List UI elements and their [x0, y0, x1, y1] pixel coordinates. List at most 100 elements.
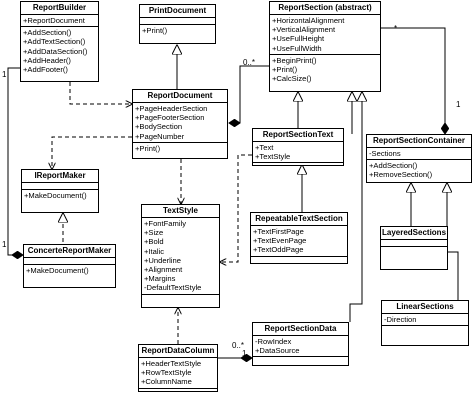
operation: +AddTextSection()	[23, 37, 86, 47]
attribute: -Sections	[369, 149, 401, 158]
class-name: TextStyle	[142, 205, 219, 218]
class-name: ReportDataColumn	[139, 345, 217, 358]
mult-container-right: 1	[456, 100, 461, 109]
attribute: +Underline	[144, 255, 181, 265]
class-linear-sections: LinearSections-Direction	[381, 300, 469, 346]
attribute: +FontFamily	[144, 219, 186, 228]
attributes-compartment: +Text+TextStyle	[253, 142, 343, 164]
attributes-compartment	[381, 240, 447, 247]
class-name: ReportSectionData	[253, 323, 348, 336]
class-name: ReportBuilder	[21, 2, 98, 15]
operations-compartment	[139, 389, 217, 395]
attribute: +TextFirstPage	[253, 227, 304, 236]
attribute: +PageHeaderSection	[135, 104, 208, 113]
mult-data-column-one: 1	[242, 349, 247, 358]
operation: +Print()	[142, 26, 168, 35]
attributes-compartment: -RowIndex+DataSource	[253, 336, 348, 358]
attribute: +RowTextStyle	[141, 368, 192, 378]
class-name: PrintDocument	[140, 5, 215, 18]
builder-concrete-association	[7, 67, 23, 255]
attribute: +UseFullWidth	[272, 43, 322, 53]
class-concrete-report-maker: ConcerteReportMaker +MakeDocument()	[23, 244, 116, 288]
class-repeatable-text-section: RepeatableTextSection+TextFirstPage+Text…	[250, 212, 348, 264]
operation: +CalcSize()	[272, 74, 312, 84]
operations-compartment: +Print()	[133, 143, 227, 154]
attribute: +HeaderTextStyle	[141, 359, 202, 368]
attribute: +Margins	[144, 274, 176, 284]
attributes-compartment: +HeaderTextStyle+RowTextStyle+ColumnName	[139, 358, 217, 389]
operations-compartment	[251, 257, 347, 263]
mult-document-section: 0..*	[243, 58, 256, 67]
attribute: -RowIndex	[255, 337, 292, 346]
operations-compartment	[381, 247, 447, 253]
class-report-data-column: ReportDataColumn+HeaderTextStyle+RowText…	[138, 344, 218, 392]
mult-data-column: 0..*	[232, 341, 245, 350]
operation: +AddSection()	[23, 28, 72, 38]
class-report-builder: ReportBuilder+ReportDocument +AddSection(…	[20, 1, 99, 82]
operations-compartment: +MakeDocument()	[24, 265, 115, 276]
class-report-section-container: ReportSectionContainer-Sections +AddSecti…	[366, 134, 472, 183]
attributes-compartment	[24, 258, 115, 265]
class-report-section-data: ReportSectionData-RowIndex+DataSource	[252, 322, 349, 366]
container-aggregates-section	[381, 27, 445, 134]
attribute: +UseFullHeight	[272, 34, 325, 44]
operation: +BeginPrint()	[272, 55, 317, 65]
class-name: ReportSectionContainer	[367, 135, 471, 148]
attributes-compartment: +PageHeaderSection+PageFooterSection+Bod…	[133, 103, 227, 143]
attribute: +HorizontalAlignment	[272, 16, 345, 25]
operation: +AddDataSection()	[23, 46, 88, 56]
sectiondata-extends-section	[349, 92, 362, 322]
class-text-style: TextStyle+FontFamily+Size+Bold+Italic+Un…	[141, 204, 220, 308]
attribute: +TextEvenPage	[253, 236, 307, 246]
section-composed-in-document	[229, 65, 269, 123]
class-layered-sections: LayeredSections	[380, 226, 448, 270]
attribute: +DataSource	[255, 346, 300, 356]
attribute: +BodySection	[135, 122, 183, 132]
attributes-compartment: -Direction	[382, 314, 468, 327]
class-report-section-text: ReportSectionText+Text+TextStyle	[252, 128, 344, 166]
class-name: ConcerteReportMaker	[24, 245, 115, 258]
mult-builder-left: 1	[2, 70, 7, 79]
operation: +Print()	[135, 143, 161, 153]
attribute: +TextStyle	[255, 152, 291, 162]
operations-compartment	[382, 326, 468, 332]
attribute: +Italic	[144, 246, 165, 256]
operation: +MakeDocument()	[24, 191, 87, 200]
attributes-compartment: +TextFirstPage+TextEvenPage+TextOddPage	[251, 226, 347, 257]
attribute: +Size	[144, 228, 164, 238]
operations-compartment	[253, 357, 348, 363]
attribute: +TextOddPage	[253, 245, 304, 255]
operation: +AddFooter()	[23, 65, 68, 75]
class-ireport-maker: IReportMaker +MakeDocument()	[21, 169, 99, 213]
attribute: +ReportDocument	[23, 16, 85, 25]
operations-compartment: +AddSection()+AddTextSection()+AddDataSe…	[21, 27, 98, 75]
operations-compartment	[142, 295, 219, 301]
builder-uses-document	[69, 82, 132, 104]
operation: +AddHeader()	[23, 55, 71, 65]
class-name: ReportSectionText	[253, 129, 343, 142]
document-uses-reportmaker	[52, 136, 132, 169]
class-name: ReportSection (abstract)	[270, 2, 380, 15]
sectiontext-uses-textstyle	[220, 154, 252, 262]
class-name: ReportDocument	[133, 90, 227, 103]
attribute: +Alignment	[144, 265, 183, 275]
operation: +MakeDocument()	[26, 266, 89, 275]
operations-compartment: +AddSection()+RemoveSection()	[367, 160, 471, 180]
attribute: +ColumnName	[141, 377, 192, 387]
mult-section-top-right: *	[394, 24, 398, 33]
attribute: +VerticalAlignment	[272, 25, 336, 35]
attributes-compartment: +FontFamily+Size+Bold+Italic+Underline+A…	[142, 218, 219, 295]
operation: +RemoveSection()	[369, 170, 433, 180]
class-report-document: ReportDocument+PageHeaderSection+PageFoo…	[132, 89, 228, 159]
attribute: -DefaultTextStyle	[144, 283, 202, 293]
operations-compartment: +MakeDocument()	[22, 190, 98, 201]
class-name: IReportMaker	[22, 170, 98, 183]
class-print-document: PrintDocument +Print()	[139, 4, 216, 44]
operation: +AddSection()	[369, 161, 418, 171]
attributes-compartment	[22, 183, 98, 190]
class-name: RepeatableTextSection	[251, 213, 347, 226]
attributes-compartment: -Sections	[367, 148, 471, 161]
attributes-compartment	[140, 18, 215, 25]
